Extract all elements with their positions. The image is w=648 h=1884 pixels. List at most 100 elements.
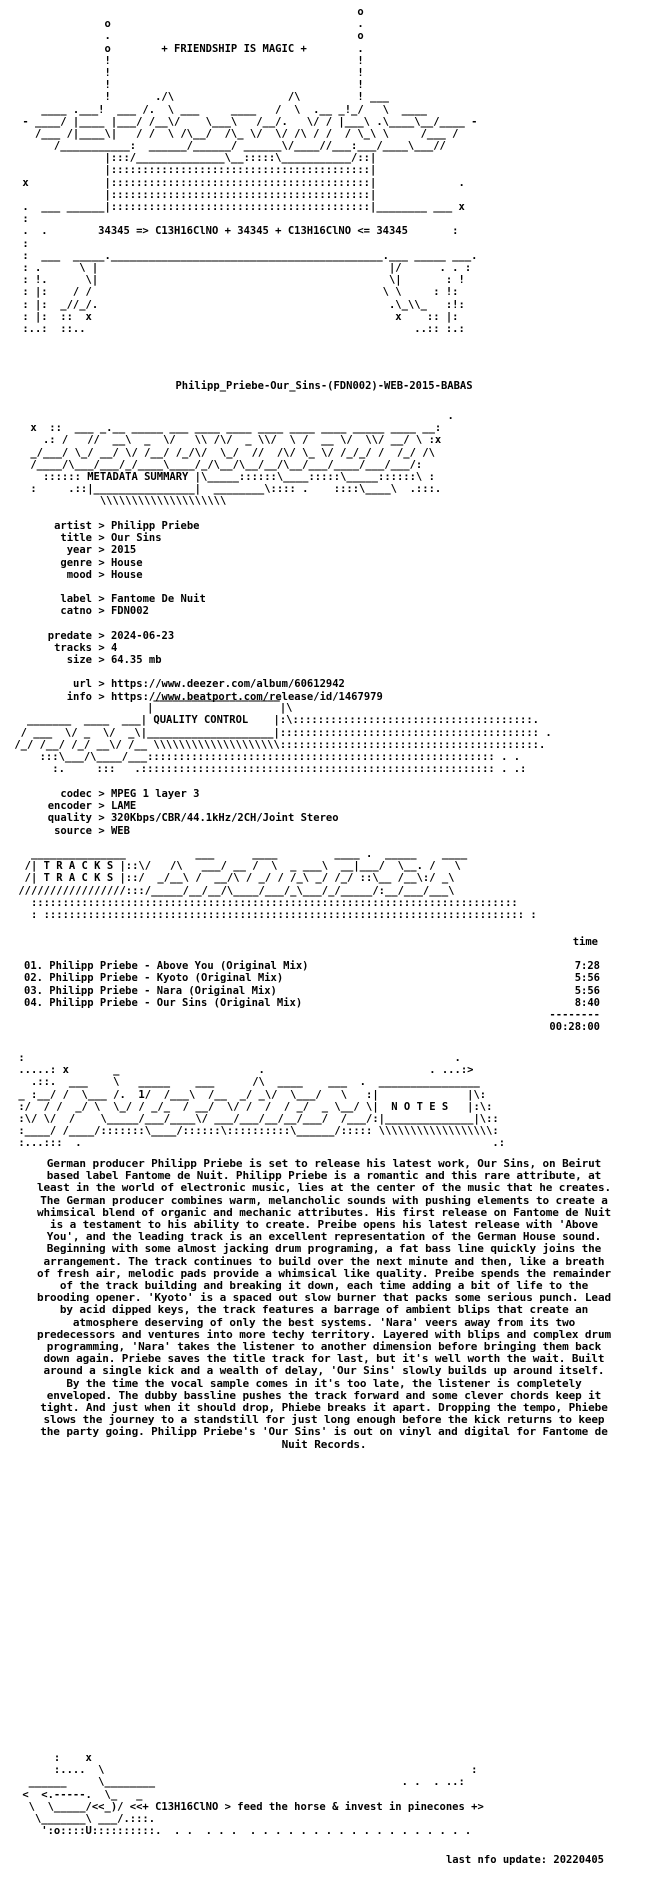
- header-ascii-art: o o . . o o + FRIENDSHIP IS MAGIC + . !: [16, 6, 477, 335]
- ascii-art-line: : .::|________________| ________\:::: . …: [24, 483, 442, 496]
- track-time: 7:28: [574, 960, 600, 973]
- field-value: > 2024-06-23: [92, 629, 175, 642]
- field-key: size: [66, 654, 92, 667]
- ascii-art-line: ':o::::U::::::::::. . . . . . . . . . . …: [16, 1825, 472, 1838]
- last-update: last nfo update: 20220405: [445, 1854, 604, 1866]
- ascii-art-line: ! !: [16, 79, 364, 92]
- ascii-art-line: ____________________: [8, 690, 280, 702]
- ascii-art-line: /| T R A C K S |::/ _/__\ / __/\ / _/ / …: [12, 872, 455, 885]
- ascii-art-line: : . \ | |/ . . :: [16, 261, 472, 274]
- total-rule: --------: [549, 1008, 600, 1021]
- ascii-art-line: | |\: [8, 702, 293, 715]
- ascii-art-line: _/___/ \_/ __/ \/ /__/ /_/\/ \_/ // /\/ …: [24, 446, 435, 459]
- field-key: source: [54, 824, 92, 837]
- footer-ascii-art: : x :.... \ : ______ \________ . . . ..:…: [16, 1752, 484, 1838]
- field-source: source > WEB: [0, 825, 339, 837]
- ascii-art-line: \ \_____/<<_)/ <<+ C13H16ClNO > feed the…: [16, 1800, 484, 1813]
- field-genre: genre > House: [0, 557, 383, 569]
- ascii-art-line: < <.-----. \_ _: [16, 1788, 143, 1801]
- ascii-art-line: : x: [16, 1752, 92, 1764]
- field-key: title: [60, 532, 92, 545]
- ascii-art-line: .: [24, 410, 454, 422]
- field-value: > House: [92, 556, 143, 569]
- field-value: > WEB: [92, 824, 130, 837]
- field-key: artist: [54, 520, 92, 532]
- ascii-art-line: : ::::::::::::::::::::::::::::::::::::::…: [12, 908, 537, 921]
- track-time: 5:56: [574, 972, 600, 985]
- field-label: label > Fantome De Nuit: [0, 593, 383, 605]
- metadata-summary-banner: . x :: ___ _.__ _____ ___ ____ ____ ____…: [24, 410, 454, 508]
- ascii-art-line: :: [16, 213, 29, 226]
- ascii-art-line: :::::: METADATA SUMMARY |\_____::::::\__…: [24, 470, 435, 483]
- release-notes: German producer Philipp Priebe is set to…: [37, 1157, 611, 1451]
- field-size: size > 64.35 mb: [0, 654, 383, 666]
- ascii-art-line: .::. ___ \ _____ ___ /\ ____ ___ . _____…: [12, 1076, 480, 1089]
- ascii-art-line: - ____/ |____ |___/ /__\/ \___\ /__/. \/…: [16, 115, 478, 128]
- track-title: 01. Philipp Priebe - Above You (Original…: [24, 960, 309, 973]
- field-catno: catno > FDN002: [0, 605, 383, 617]
- field-url: url > https://www.deezer.com/album/60612…: [0, 678, 383, 690]
- ascii-art-line: . ___ ______|:::::::::::::::::::::::::::…: [16, 201, 465, 213]
- ascii-art-line: :..: ::.. ..:: :.:: [16, 322, 465, 335]
- field-value: > Fantome De Nuit: [92, 593, 206, 606]
- field-value[interactable]: > https://www.beatport.com/release/id/14…: [92, 690, 383, 703]
- track-list: 01. Philipp Priebe - Above You (Original…: [24, 960, 600, 1009]
- ascii-art-line: :: [16, 237, 29, 250]
- track-time: 8:40: [574, 996, 600, 1009]
- track-row: 03. Philipp Priebe - Nara (Original Mix)…: [24, 985, 600, 997]
- ascii-art-line: _______ ____ ___| QUALITY CONTROL |:\:::…: [8, 714, 540, 727]
- ascii-art-line: o + FRIENDSHIP IS MAGIC + .: [16, 42, 364, 55]
- ascii-art-line: \_______\ ___/.:::.: [16, 1812, 156, 1825]
- ascii-art-line: /____/\___/___/_/____\____/_/\__/\__/__/…: [24, 458, 423, 471]
- field-artist: artist > Philipp Priebe: [0, 520, 383, 532]
- tracks-banner: _______________ ___ ____ ____ . _____ __…: [12, 848, 537, 921]
- ascii-art-line: \\\\\\\\\\\\\\\\\\\\: [24, 495, 227, 508]
- ascii-art-line: .: / // __\ _ \/ \\ /\/ _ \\/ \ / __ \/ …: [24, 434, 442, 447]
- ascii-art-line: /___ /|____\| / / \ /\__/ /\_ \/ \/ /\ /…: [16, 127, 459, 140]
- ascii-art-line: : .: [12, 1052, 461, 1064]
- field-value: > Our Sins: [92, 532, 162, 545]
- field-key: catno: [60, 605, 92, 618]
- ascii-art-line: .....: x _ . . ...:>: [12, 1064, 474, 1077]
- field-value: > House: [92, 568, 143, 581]
- ascii-art-line: . . 34345 => C13H16ClNO + 34345 + C13H16…: [16, 225, 459, 238]
- field-key: mood: [66, 568, 92, 581]
- field-codec: codec > MPEG 1 layer 3: [0, 788, 339, 800]
- ascii-art-line: :. ::: .::::::::::::::::::::::::::::::::…: [8, 763, 527, 776]
- field-mood: mood > House: [0, 569, 383, 581]
- field-value: > MPEG 1 layer 3: [92, 788, 200, 800]
- field-value: > Philipp Priebe: [92, 520, 200, 532]
- field-value: > LAME: [92, 800, 137, 813]
- field-key: info: [66, 690, 92, 703]
- ascii-art-line: : !. \| \| : !: [16, 274, 465, 287]
- track-title: 03. Philipp Priebe - Nara (Original Mix): [24, 984, 277, 997]
- field-tracks: tracks > 4: [0, 642, 383, 654]
- track-title: 04. Philipp Priebe - Our Sins (Original …: [24, 996, 303, 1009]
- ascii-art-line: : |: :: x x :: |:: [16, 310, 459, 323]
- notes-banner: : . .....: x _ . . ...:> .::. ___ \ ____…: [12, 1052, 505, 1150]
- ascii-art-line: |:::::::::::::::::::::::::::::::::::::::…: [16, 164, 377, 177]
- field-encoder: encoder > LAME: [0, 800, 339, 812]
- field-key: tracks: [54, 641, 92, 654]
- release-name: Philipp_Priebe-Our_Sins-(FDN002)-WEB-201…: [175, 380, 473, 392]
- field-key: genre: [60, 556, 92, 569]
- track-row: 01. Philipp Priebe - Above You (Original…: [24, 960, 600, 972]
- field-value: > 4: [92, 641, 118, 654]
- ascii-art-line: x :: ___ _.__ _____ ___ ____ ____ ____ _…: [24, 422, 442, 435]
- field-value: > 2015: [92, 544, 137, 557]
- field-value: > 320Kbps/CBR/44.1kHz/2CH/Joint Stereo: [92, 812, 339, 825]
- ascii-art-line: ! !: [16, 66, 364, 79]
- ascii-art-line: ! ./\ /\ ! ___: [16, 91, 389, 104]
- ascii-art-line: x |:::::::::::::::::::::::::::::::::::::…: [16, 176, 465, 189]
- field-key: year: [66, 544, 92, 557]
- ascii-art-line: :/ / / _/ \ \_/ / _/_ / __/ \/ / / / _/ …: [12, 1100, 493, 1113]
- field-value[interactable]: > https://www.deezer.com/album/60612942: [92, 678, 345, 691]
- field-title: title > Our Sins: [0, 532, 383, 544]
- total-time: 00:28:00: [549, 1021, 600, 1034]
- field-key: label: [60, 593, 92, 606]
- ascii-art-line: /| T R A C K S |::\/ /\ ___/ __ / \ _ __…: [12, 860, 461, 873]
- tracks-section: time 01. Philipp Priebe - Above You (Ori…: [24, 936, 600, 1033]
- field-key: quality: [47, 812, 92, 825]
